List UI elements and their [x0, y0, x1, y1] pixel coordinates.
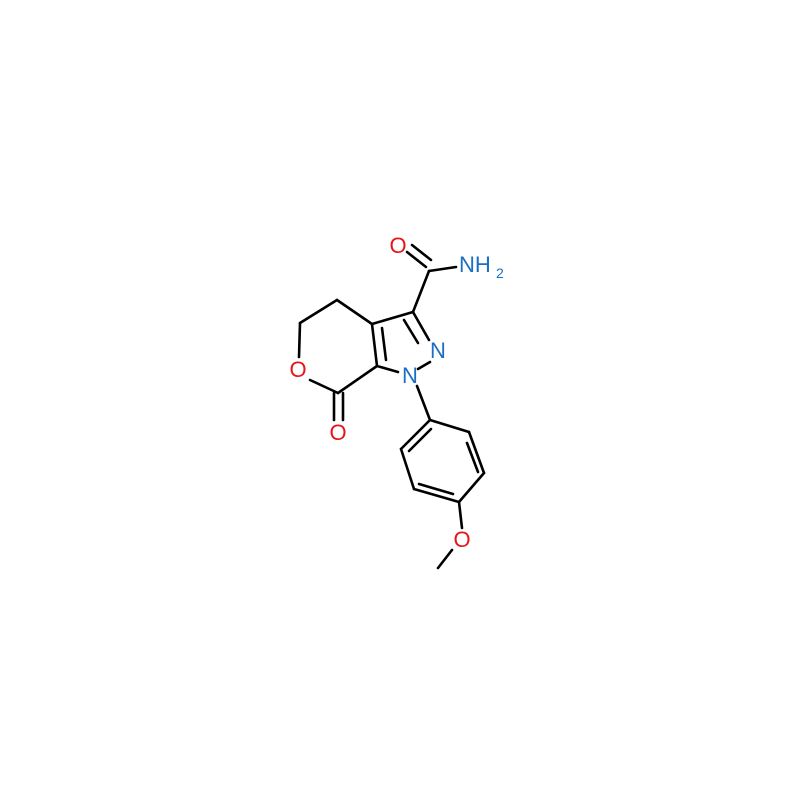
bond-c3a-c4 — [335, 298, 374, 326]
bond-n1-aryl — [415, 384, 432, 422]
bond-o6-c7 — [308, 378, 340, 395]
bond-ar-ome — [457, 500, 464, 530]
atom-o-lactone: O — [329, 420, 346, 445]
bond-c4-c5 — [298, 298, 339, 325]
bonds — [297, 243, 486, 570]
bond-ar-inner-3 — [407, 427, 433, 453]
atom-o-ring: O — [289, 357, 306, 382]
bond-amide-co-b — [410, 243, 433, 262]
bond-c3a-c3 — [370, 310, 415, 326]
bond-o-ch3 — [436, 548, 454, 570]
bond-ar-5 — [399, 447, 416, 491]
atom-n-amide-sub: 2 — [496, 265, 504, 281]
bond-ar-inner-1 — [465, 441, 480, 474]
bond-ar-2 — [467, 430, 486, 475]
bond-ar-inner-2 — [417, 482, 455, 496]
atom-n2: N — [430, 338, 446, 363]
atom-n1: N — [402, 363, 418, 388]
bond-c5-o6 — [297, 321, 302, 359]
bond-c-c3 — [411, 269, 431, 314]
bond-amide-cn — [427, 265, 458, 273]
bond-ar-1 — [428, 418, 471, 434]
bond-ar-4 — [412, 487, 461, 504]
bond-amide-co-a — [405, 250, 428, 269]
bond-c7a-c3a-a — [370, 322, 379, 368]
bond-ar-6 — [399, 418, 432, 451]
bond-c7-c7a — [336, 364, 379, 395]
bond-c3-n2-b — [402, 318, 420, 345]
bond-ar-3 — [457, 471, 486, 504]
bond-c3-n2-a — [411, 310, 431, 342]
atom-o-methoxy: O — [453, 527, 470, 552]
atom-labels: O NH 2 N N O O O — [289, 233, 504, 552]
bond-n2-n1 — [416, 360, 432, 371]
bond-n1-c7a — [375, 364, 400, 374]
bond-c7a-c3a-b — [380, 326, 388, 362]
atom-o-amide: O — [389, 233, 406, 258]
atom-n-amide: NH — [459, 252, 491, 277]
